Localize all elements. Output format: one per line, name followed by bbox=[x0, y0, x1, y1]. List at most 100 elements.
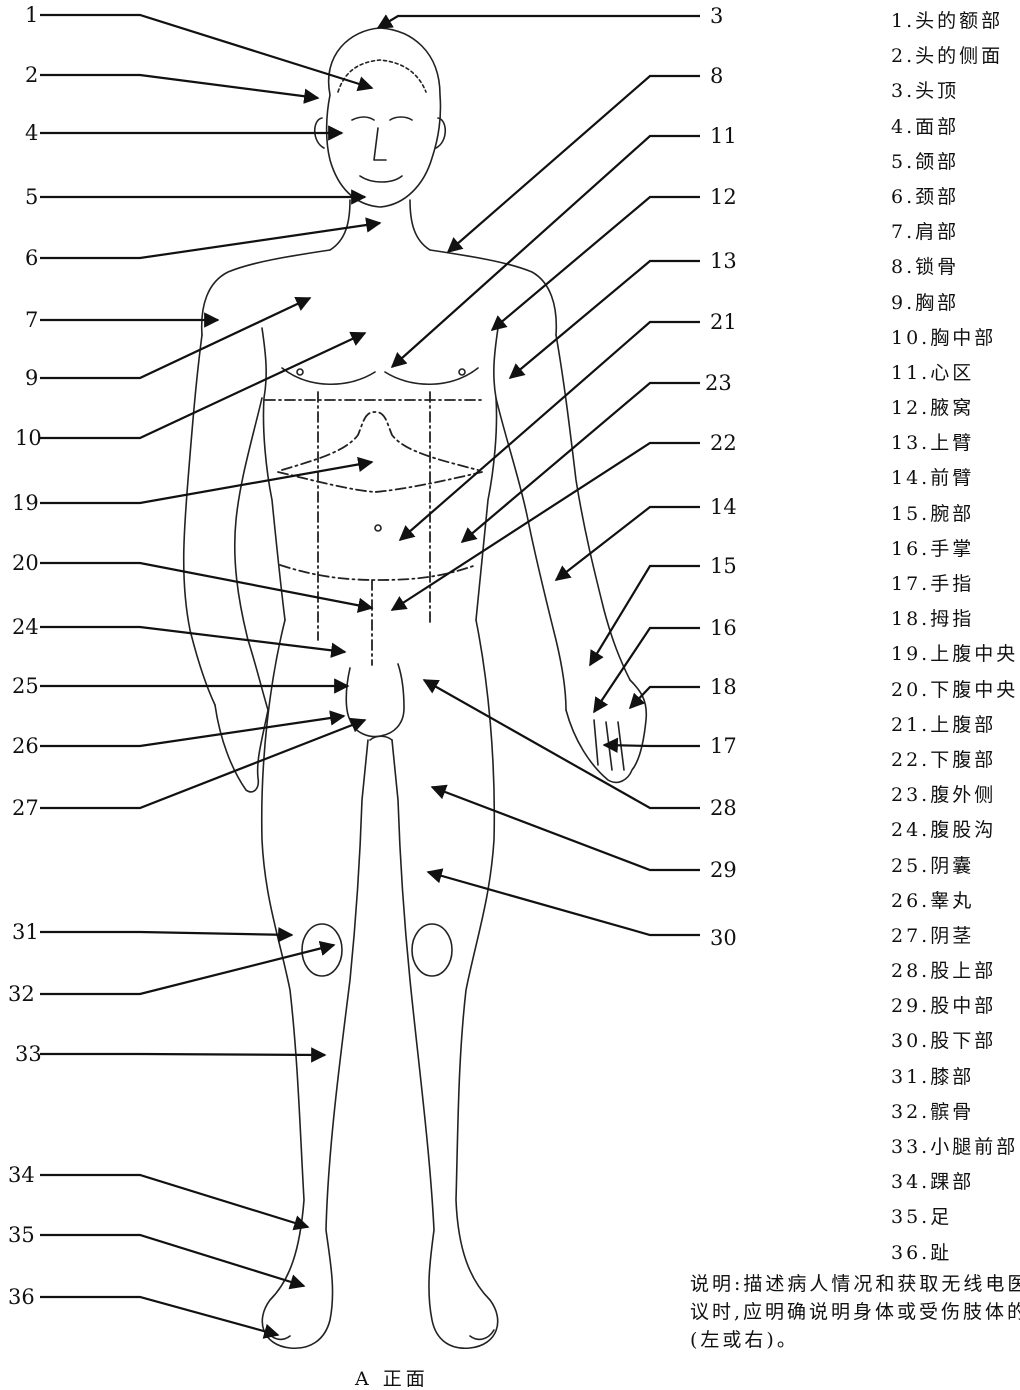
legend-item: 19.上腹中央 bbox=[891, 637, 1018, 672]
leader-18 bbox=[630, 687, 700, 708]
legend-item: 7.肩部 bbox=[891, 215, 1018, 250]
callout-number: 22 bbox=[710, 431, 737, 455]
legend-item: 1.头的额部 bbox=[891, 4, 1018, 39]
callout-number: 20 bbox=[12, 551, 39, 575]
leader-22 bbox=[392, 443, 700, 610]
callout-number: 19 bbox=[12, 491, 39, 515]
callout-number: 15 bbox=[710, 554, 737, 578]
callout-number: 25 bbox=[12, 674, 39, 698]
callout-number: 11 bbox=[710, 124, 737, 148]
callout-number: 8 bbox=[710, 64, 723, 88]
note-line: 说明:描述病人情况和获取无线电医学建 bbox=[690, 1270, 1020, 1298]
legend-item: 36.趾 bbox=[891, 1236, 1018, 1271]
legend-item: 17.手指 bbox=[891, 567, 1018, 602]
callout-number: 18 bbox=[710, 675, 737, 699]
callout-number: 5 bbox=[25, 185, 38, 209]
leader-12 bbox=[492, 197, 700, 330]
legend-item: 31.膝部 bbox=[891, 1060, 1018, 1095]
right-arm-outline bbox=[496, 335, 630, 710]
legend-item: 5.颌部 bbox=[891, 145, 1018, 180]
callout-number: 3 bbox=[710, 4, 723, 28]
legend-item: 16.手掌 bbox=[891, 532, 1018, 567]
right-leg-outline bbox=[392, 620, 498, 1348]
legend-item: 10.胸中部 bbox=[891, 321, 1018, 356]
legend-item: 28.股上部 bbox=[891, 954, 1018, 989]
leader-1 bbox=[40, 15, 372, 88]
legend-item: 27.阴茎 bbox=[891, 919, 1018, 954]
callout-number: 1 bbox=[25, 3, 38, 27]
callout-number: 24 bbox=[12, 615, 39, 639]
left-leg-outline bbox=[262, 620, 368, 1348]
leader-2 bbox=[40, 75, 318, 98]
callout-number: 12 bbox=[710, 185, 737, 209]
leader-34 bbox=[40, 1175, 308, 1227]
legend-item: 35.足 bbox=[891, 1200, 1018, 1235]
torso-outline bbox=[202, 250, 557, 335]
callout-number: 16 bbox=[710, 616, 737, 640]
callout-number: 35 bbox=[8, 1223, 35, 1247]
legend-item: 9.胸部 bbox=[891, 286, 1018, 321]
legend-item: 15.腕部 bbox=[891, 497, 1018, 532]
legend-item: 4.面部 bbox=[891, 110, 1018, 145]
legend-item: 26.睾丸 bbox=[891, 884, 1018, 919]
callout-number: 4 bbox=[25, 121, 38, 145]
leader-20 bbox=[40, 563, 372, 608]
legend-item: 22.下腹部 bbox=[891, 743, 1018, 778]
legend-item: 3.头顶 bbox=[891, 74, 1018, 109]
callout-number: 26 bbox=[12, 734, 39, 758]
legend-item: 12.腋窝 bbox=[891, 391, 1018, 426]
legend-item: 2.头的侧面 bbox=[891, 39, 1018, 74]
leader-17 bbox=[604, 745, 700, 746]
callout-number: 23 bbox=[705, 371, 732, 395]
legend-item: 34.踝部 bbox=[891, 1165, 1018, 1200]
legend-item: 33.小腿前部 bbox=[891, 1130, 1018, 1165]
leader-9 bbox=[40, 298, 310, 378]
legend-item: 6.颈部 bbox=[891, 180, 1018, 215]
leader-29 bbox=[432, 787, 700, 870]
callout-number: 34 bbox=[8, 1163, 35, 1187]
note-line: 议时,应明确说明身体或受伤肢体的侧面 bbox=[690, 1298, 1020, 1326]
leader-33 bbox=[40, 1054, 325, 1055]
leader-28 bbox=[424, 680, 700, 808]
leader-15 bbox=[590, 566, 700, 665]
legend-item: 25.阴囊 bbox=[891, 849, 1018, 884]
hair-line bbox=[338, 60, 426, 92]
legend-item: 13.上臂 bbox=[891, 426, 1018, 461]
callout-number: 36 bbox=[8, 1285, 35, 1309]
callout-number: 2 bbox=[25, 63, 38, 87]
legend-item: 11.心区 bbox=[891, 356, 1018, 391]
legend-item: 8.锁骨 bbox=[891, 250, 1018, 285]
leader-26 bbox=[40, 716, 344, 746]
legend-item: 24.腹股沟 bbox=[891, 813, 1018, 848]
callout-number: 21 bbox=[710, 310, 737, 334]
leader-36 bbox=[40, 1297, 278, 1335]
callout-number: 27 bbox=[12, 796, 39, 820]
figure-caption: A 正面 bbox=[354, 1368, 429, 1390]
left-arm-outline bbox=[184, 335, 268, 710]
callout-number: 30 bbox=[710, 926, 737, 950]
genital-outline bbox=[346, 664, 404, 736]
leader-31 bbox=[40, 932, 292, 935]
callout-number: 32 bbox=[8, 982, 35, 1006]
callout-number: 33 bbox=[15, 1042, 42, 1066]
leader-6 bbox=[40, 223, 380, 258]
leader-3 bbox=[378, 16, 700, 28]
callout-number: 17 bbox=[710, 734, 737, 758]
leader-14 bbox=[556, 507, 700, 580]
human-outline bbox=[184, 28, 647, 1348]
callout-number: 28 bbox=[710, 796, 737, 820]
legend-item: 18.拇指 bbox=[891, 602, 1018, 637]
leader-16 bbox=[594, 628, 700, 712]
explanatory-note: 说明:描述病人情况和获取无线电医学建 议时,应明确说明身体或受伤肢体的侧面 (左… bbox=[690, 1270, 1020, 1354]
callout-number: 13 bbox=[710, 249, 737, 273]
callout-number: 7 bbox=[25, 308, 38, 332]
leader-lines bbox=[40, 15, 700, 1335]
legend-item: 29.股中部 bbox=[891, 989, 1018, 1024]
callout-number: 31 bbox=[12, 920, 39, 944]
leader-30 bbox=[428, 872, 700, 935]
legend-item: 30.股下部 bbox=[891, 1024, 1018, 1059]
head-outline bbox=[327, 28, 441, 207]
leader-27 bbox=[40, 720, 365, 808]
callout-number: 10 bbox=[15, 426, 42, 450]
